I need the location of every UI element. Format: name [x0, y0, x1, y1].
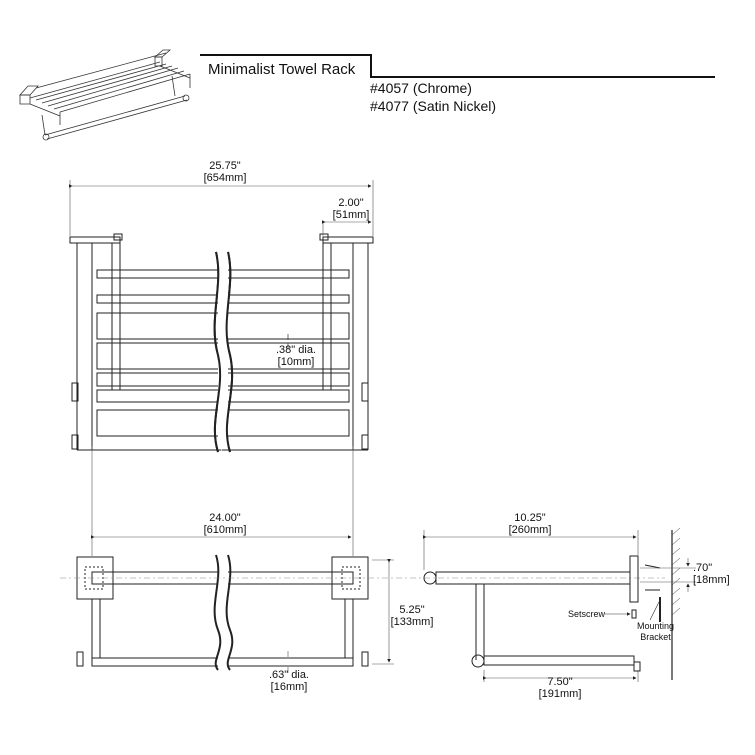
- label-bracket-width: 2.00" [51mm]: [326, 197, 376, 221]
- shelf-bar-dia-metric: [10mm]: [277, 356, 315, 368]
- towel-bar-dia-imperial: .63" dia.: [269, 669, 309, 681]
- label-shelf-bar-dia: .38" dia. [10mm]: [266, 344, 326, 368]
- mounting-bracket-line2: Bracket: [640, 632, 671, 642]
- model-satin-nickel: #4077 (Satin Nickel): [370, 98, 497, 114]
- overall-width-metric: [654mm]: [203, 172, 247, 184]
- label-bracket-thickness: .70" [18mm]: [693, 562, 733, 586]
- label-overall-width: 25.75" [654mm]: [190, 160, 260, 184]
- shelf-bar-dia-imperial: .38" dia.: [276, 344, 316, 356]
- bar-drop-imperial: 5.25": [399, 604, 425, 616]
- label-center-to-center: 24.00" [610mm]: [190, 512, 260, 536]
- callout-leaders: [605, 599, 661, 621]
- label-towel-bar-depth: 7.50" [191mm]: [525, 676, 595, 700]
- bracket-thickness-imperial: .70": [693, 562, 713, 574]
- mounting-bracket-callout: Mounting Bracket: [637, 621, 674, 643]
- label-towel-bar-dia: .63" dia. [16mm]: [259, 669, 319, 693]
- model-chrome: #4057 (Chrome): [370, 80, 472, 96]
- product-title: Minimalist Towel Rack: [208, 61, 356, 78]
- bracket-thickness-metric: [18mm]: [693, 574, 730, 586]
- overall-width-imperial: 25.75": [209, 160, 241, 172]
- bracket-width-imperial: 2.00": [338, 197, 364, 209]
- wall-hatch: [671, 527, 681, 616]
- bracket-width-metric: [51mm]: [332, 209, 370, 221]
- label-bar-drop: 5.25" [133mm]: [384, 604, 440, 628]
- towel-bar-dia-metric: [16mm]: [270, 681, 308, 693]
- towel-bar-depth-metric: [191mm]: [538, 688, 582, 700]
- dimension-overall-width: [69, 180, 374, 236]
- setscrew-callout: Setscrew: [568, 609, 606, 619]
- label-projection: 10.25" [260mm]: [495, 512, 565, 536]
- mounting-bracket-line1: Mounting: [637, 621, 675, 631]
- projection-metric: [260mm]: [508, 524, 552, 536]
- dimension-projection: [423, 530, 696, 682]
- title-block-lines: [200, 54, 715, 78]
- product-thumbnail: [19, 49, 191, 141]
- towel-bar-depth-imperial: 7.50": [547, 676, 573, 688]
- dimension-center-to-center: [91, 446, 354, 556]
- projection-imperial: 10.25": [514, 512, 546, 524]
- bar-drop-metric: [133mm]: [390, 616, 434, 628]
- side-view: [423, 530, 673, 680]
- center-to-center-imperial: 24.00": [209, 512, 241, 524]
- dimension-bar-drop: [287, 559, 394, 673]
- center-to-center-metric: [610mm]: [203, 524, 247, 536]
